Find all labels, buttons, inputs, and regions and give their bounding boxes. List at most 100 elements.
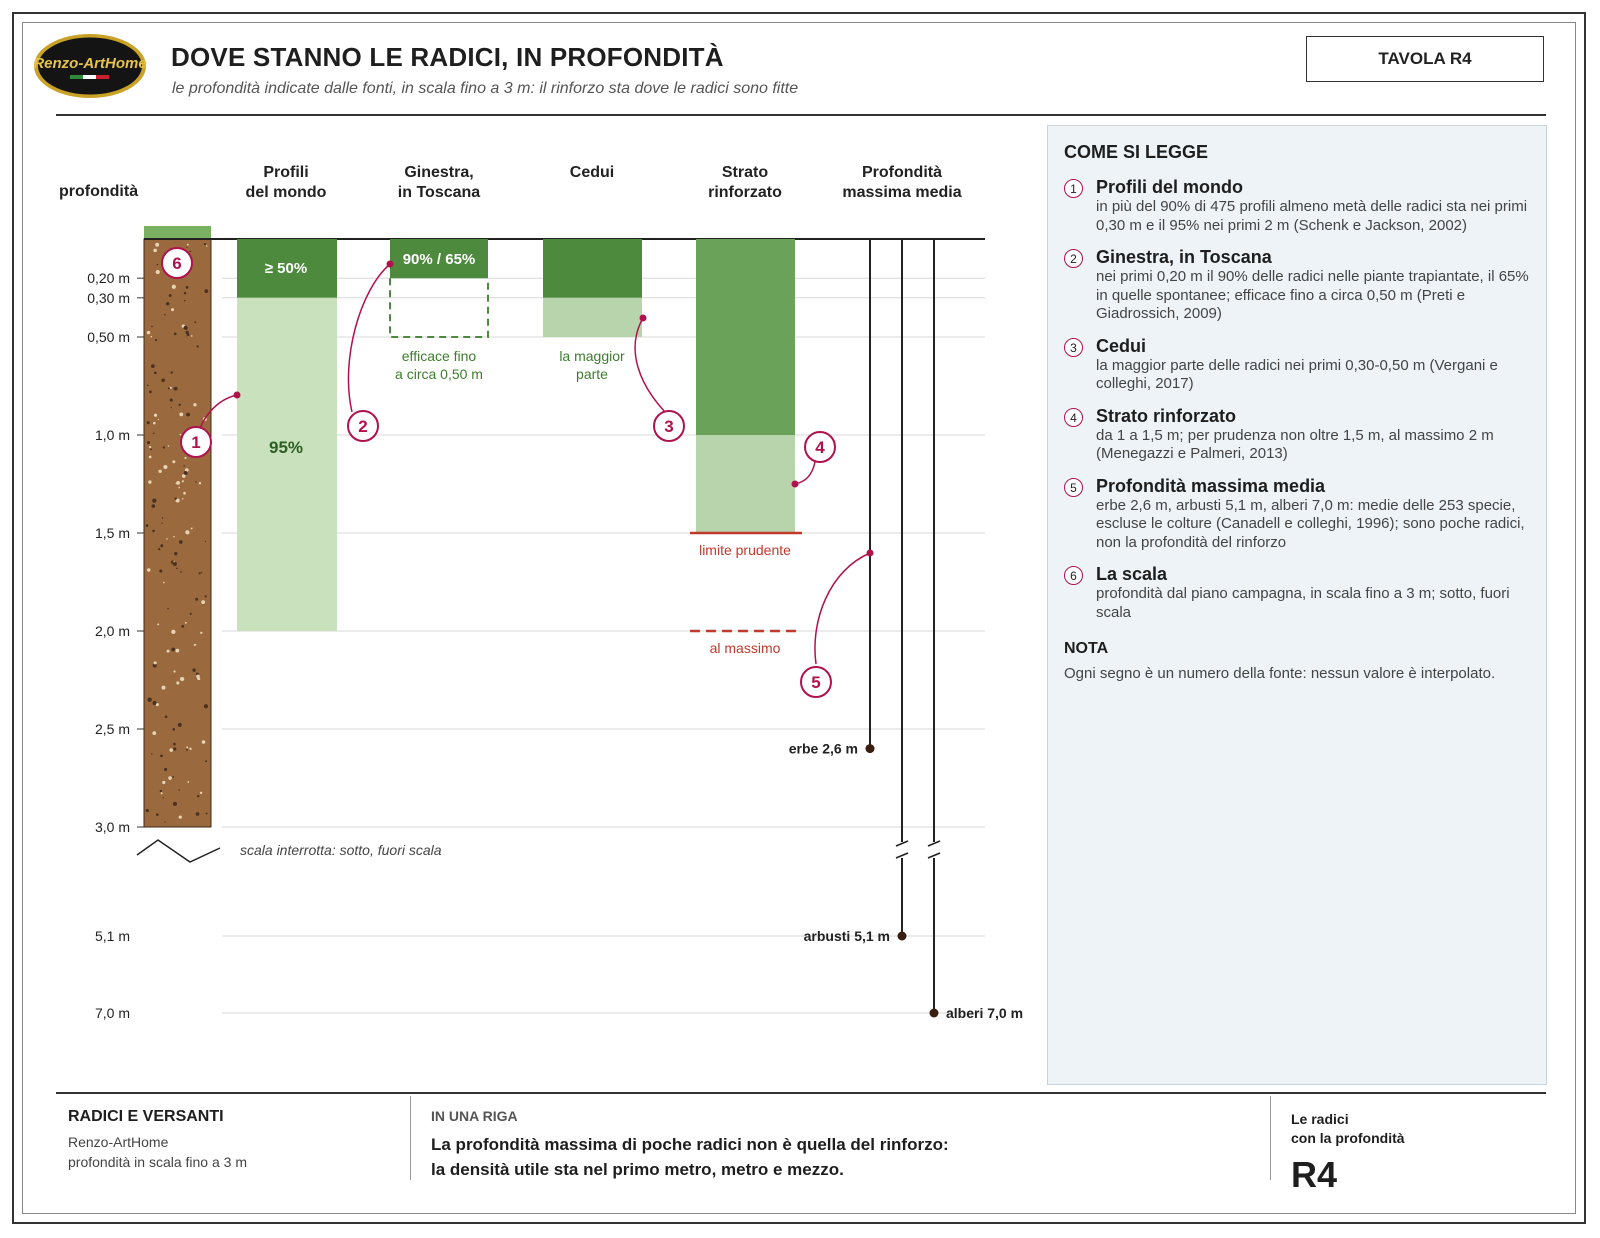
soil-pebble (181, 498, 184, 500)
soil-pebble (178, 486, 181, 489)
soil-pebble (153, 413, 158, 417)
soil-pebble (201, 600, 206, 605)
soil-pebble (172, 776, 175, 778)
soil-pebble (204, 289, 209, 294)
column-header-cedui-line1: Cedui (570, 164, 614, 181)
soil-pebble (169, 748, 173, 752)
soil-pebble (180, 571, 182, 573)
callout-anchor-dot-1 (233, 391, 241, 399)
strato-limit-label: limite prudente (699, 542, 791, 558)
soil-pebble (155, 269, 160, 275)
callout-badge-2 (347, 410, 379, 442)
legend-item-title: La scala (1096, 564, 1168, 584)
tick-label-2,0 m: 2,0 m (95, 623, 130, 639)
soil-pebble (193, 403, 197, 407)
tick-label-0,20 m: 0,20 m (87, 270, 130, 286)
soil-pebble (162, 797, 164, 799)
soil-pebble (172, 727, 176, 731)
soil-pebble (151, 325, 153, 328)
soil-pebble (185, 330, 189, 335)
soil-pebble (155, 242, 160, 247)
soil-pebble (167, 607, 169, 610)
soil-pebble (183, 465, 185, 467)
soil-pebble (147, 568, 151, 572)
callout-number-4: 4 (815, 438, 825, 457)
soil-pebble (169, 386, 172, 389)
soil-pebble (196, 345, 199, 348)
legend-item-desc: profondità dal piano campagna, in scala … (1096, 585, 1510, 621)
soil-pebble (146, 441, 151, 445)
logo-text: Renzo-ArtHome (33, 55, 146, 72)
soil-pebble (164, 767, 168, 772)
cedui-bar-dark (543, 239, 642, 298)
callout-number-3: 3 (664, 417, 673, 436)
footer-divider-1 (410, 1096, 411, 1180)
soil-pebble (173, 535, 175, 538)
soil-pebble (148, 445, 152, 449)
legend-number-badge: 1 (1064, 179, 1083, 198)
footer-code: R4 (1291, 1154, 1338, 1195)
soil-pebble (172, 460, 176, 464)
soil-pebble (158, 469, 162, 473)
soil-pebble (157, 623, 160, 626)
soil-pebble (160, 754, 163, 758)
soil-pebble (181, 480, 185, 483)
soil-pebble (178, 403, 181, 406)
column-header-strato-line1: Strato (722, 164, 768, 181)
soil-pebble (157, 418, 160, 420)
tick-label-0,30 m: 0,30 m (87, 290, 130, 306)
soil-pebble (171, 284, 177, 289)
legend-number-badge: 2 (1064, 249, 1083, 268)
callout-number-1: 1 (191, 433, 200, 452)
callout-anchor-dot-4 (791, 480, 799, 488)
footer-series-title: RADICI E VERSANTI (68, 1108, 224, 1125)
soil-pebble (184, 456, 187, 460)
footer-oneline-1: La profondità massima di poche radici no… (431, 1135, 949, 1154)
legend-item-title: Cedui (1096, 335, 1147, 356)
soil-pebble (173, 332, 177, 336)
strato-bar-dark (696, 239, 795, 435)
legend-item-title: Ginestra, in Toscana (1096, 247, 1272, 267)
offscale-tick-label-7,0 m: 7,0 m (95, 1005, 130, 1021)
soil-pebble (203, 242, 207, 246)
soil-pebble (186, 748, 189, 751)
profili-lower-label: 95% (269, 438, 303, 457)
soil-pebble (186, 246, 188, 249)
legend-title: COME SI LEGGE (1064, 142, 1209, 162)
soil-pebble (150, 335, 153, 338)
soil-pebble (194, 643, 197, 646)
soil-pebble (147, 697, 152, 702)
callout-anchor-dot-3 (639, 314, 647, 322)
soil-pebble (184, 468, 189, 472)
soil-pebble (176, 480, 180, 485)
footer-left: RADICI E VERSANTI Renzo-ArtHome profondi… (68, 1108, 247, 1172)
footer-scale-note: profondità in scala fino a 3 m (68, 1154, 247, 1170)
callout-leader-2 (347, 263, 391, 413)
column-header-strato-line2: rinforzato (708, 184, 782, 201)
page-subtitle: le profondità indicate dalle fonti, in s… (172, 80, 799, 97)
max-depth-dot-1 (897, 931, 907, 941)
soil-pebble (180, 677, 185, 682)
soil-pebble (185, 530, 190, 535)
soil-pebble (194, 321, 197, 324)
soil-pebble (166, 538, 168, 540)
soil-pebble (171, 629, 176, 635)
soil-pebble (158, 547, 161, 551)
legend-number-badge: 3 (1064, 337, 1083, 357)
soil-pebble (183, 491, 186, 495)
footer-divider-2 (1270, 1096, 1271, 1180)
soil-pebble (145, 808, 149, 813)
callout-leader-5 (814, 552, 871, 665)
callout-badge-6 (161, 247, 193, 279)
soil-pebble (161, 522, 163, 524)
soil-pebble (172, 801, 177, 806)
soil-pebble (153, 371, 157, 375)
strato-bar-light (696, 435, 795, 533)
offscale-tick-label-5,1 m: 5,1 m (95, 928, 130, 944)
brand-logo: Renzo-ArtHome (33, 34, 147, 98)
soil-pebble (159, 789, 163, 793)
legend-item-title: Strato rinforzato (1096, 405, 1237, 426)
page-title: DOVE STANNO LE RADICI, IN PROFONDITÀ (171, 42, 724, 72)
